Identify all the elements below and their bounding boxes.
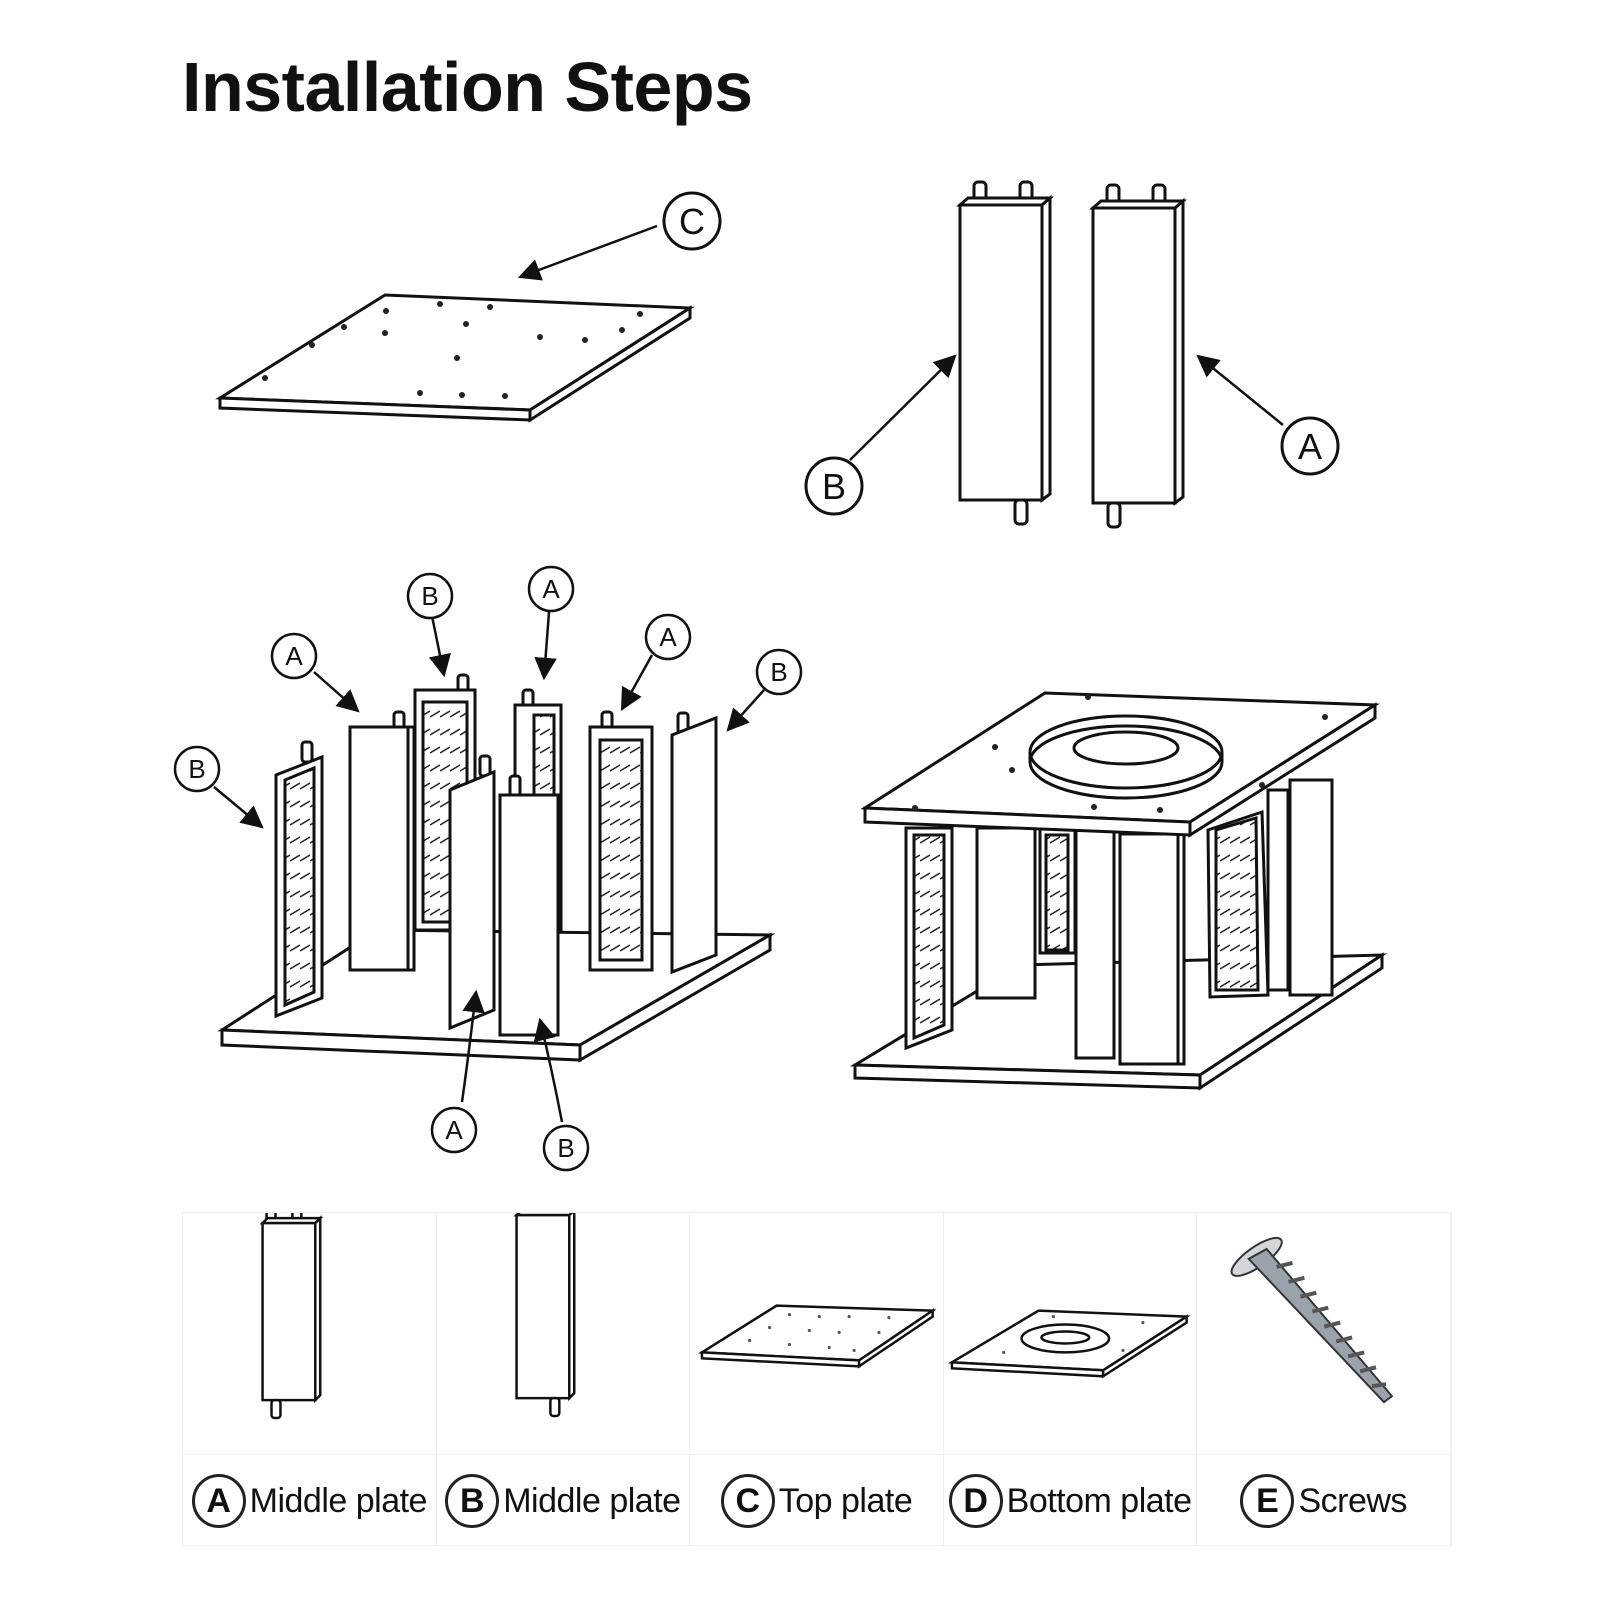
arrow-to-top-plate xyxy=(517,224,658,281)
middle-plates-illustration xyxy=(956,180,1187,529)
callout-b-label: B xyxy=(188,754,205,784)
callout-b-label: B xyxy=(421,581,438,611)
part-d-image xyxy=(943,1213,1198,1455)
part-b-name: Middle plate xyxy=(503,1481,681,1520)
assembled-unit-illustration xyxy=(849,691,1388,1091)
callout-a-label: A xyxy=(659,622,677,652)
part-b-letter: B xyxy=(445,1474,500,1528)
part-b-label: B Middle plate xyxy=(437,1455,691,1547)
callout-b-label: B xyxy=(770,657,787,687)
part-a-label: A Middle plate xyxy=(183,1455,437,1547)
part-d-name: Bottom plate xyxy=(1006,1481,1192,1520)
bottom-plate-icon xyxy=(947,1309,1191,1379)
part-a-letter: A xyxy=(191,1474,246,1528)
part-c-letter: C xyxy=(720,1474,775,1528)
part-d-label: D Bottom plate xyxy=(944,1455,1198,1547)
part-e-image xyxy=(1197,1213,1451,1455)
part-a-image xyxy=(183,1213,437,1455)
step3-base-illustration xyxy=(217,673,776,1063)
callout-a-label: A xyxy=(445,1115,463,1145)
installation-diagram: C B A xyxy=(173,180,1388,1172)
callout-b-label: B xyxy=(557,1133,574,1163)
top-plate-illustration xyxy=(215,293,695,423)
part-e-letter: E xyxy=(1240,1474,1295,1528)
part-c-name: Top plate xyxy=(778,1481,913,1520)
callout-c-circle xyxy=(662,191,722,251)
part-b-image xyxy=(436,1213,691,1455)
screw-icon xyxy=(1230,1236,1394,1404)
part-e-label: E Screws xyxy=(1197,1455,1451,1547)
parts-list: A Middle plate B Middle plate C Top plat… xyxy=(182,1212,1452,1547)
callout-b-label: B xyxy=(822,466,846,507)
callout-a-label: A xyxy=(542,574,560,604)
callout-c-label: C xyxy=(679,201,705,242)
callout-a-label: A xyxy=(1298,426,1322,467)
part-c-label: C Top plate xyxy=(690,1455,944,1547)
part-c-image xyxy=(690,1213,944,1455)
part-e-name: Screws xyxy=(1298,1481,1407,1520)
part-a-name: Middle plate xyxy=(249,1481,428,1520)
callout-a-label: A xyxy=(285,641,303,671)
top-plate-icon xyxy=(698,1304,937,1369)
middle-plate-b-icon xyxy=(513,1213,576,1418)
page-title: Installation Steps xyxy=(182,48,753,126)
part-d-letter: D xyxy=(948,1474,1003,1528)
middle-plate-a-icon xyxy=(259,1213,324,1420)
